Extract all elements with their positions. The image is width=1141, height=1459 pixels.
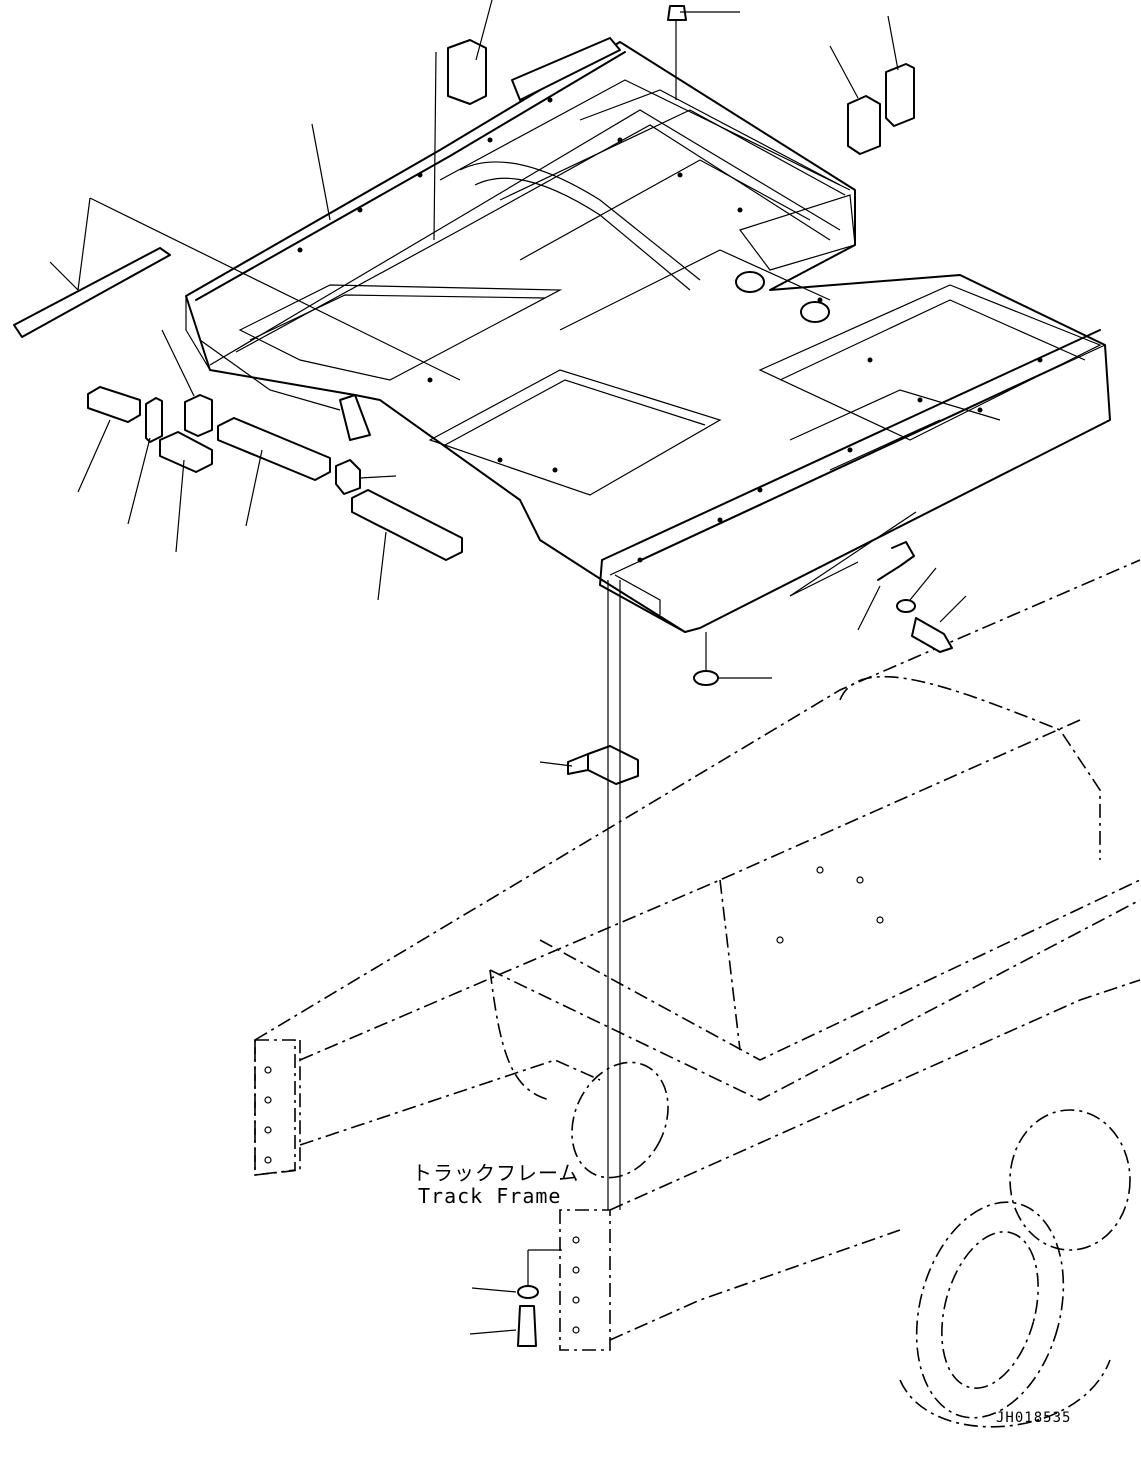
shim-plate-icon [351,489,463,561]
track-frame-label-en: Track Frame [418,1184,562,1208]
block-icon [184,394,213,437]
leader-lines [49,0,967,1335]
washer-icon [517,1285,539,1299]
washer-icon [693,670,719,686]
block-icon [847,95,881,155]
washer-icon [896,599,916,613]
revolving-frame [185,37,1111,633]
block-icon [159,431,213,473]
track-frame [254,559,1141,1428]
clip-part [335,459,361,495]
block-icon [885,63,915,127]
bolt-icon [517,1305,537,1347]
shim-plate-icon [587,745,639,785]
shim-plate-icon [217,417,331,481]
pipe-part [877,541,915,581]
block-icon [447,39,487,105]
long-bar-part [13,247,171,338]
block-icon [87,386,141,423]
track-frame-label-jp: トラックフレーム [412,1161,580,1185]
block-icon [145,397,163,443]
bolt-icon [667,5,687,21]
drawing-id: JH018535 [996,1410,1072,1426]
bolt-icon [911,617,953,653]
